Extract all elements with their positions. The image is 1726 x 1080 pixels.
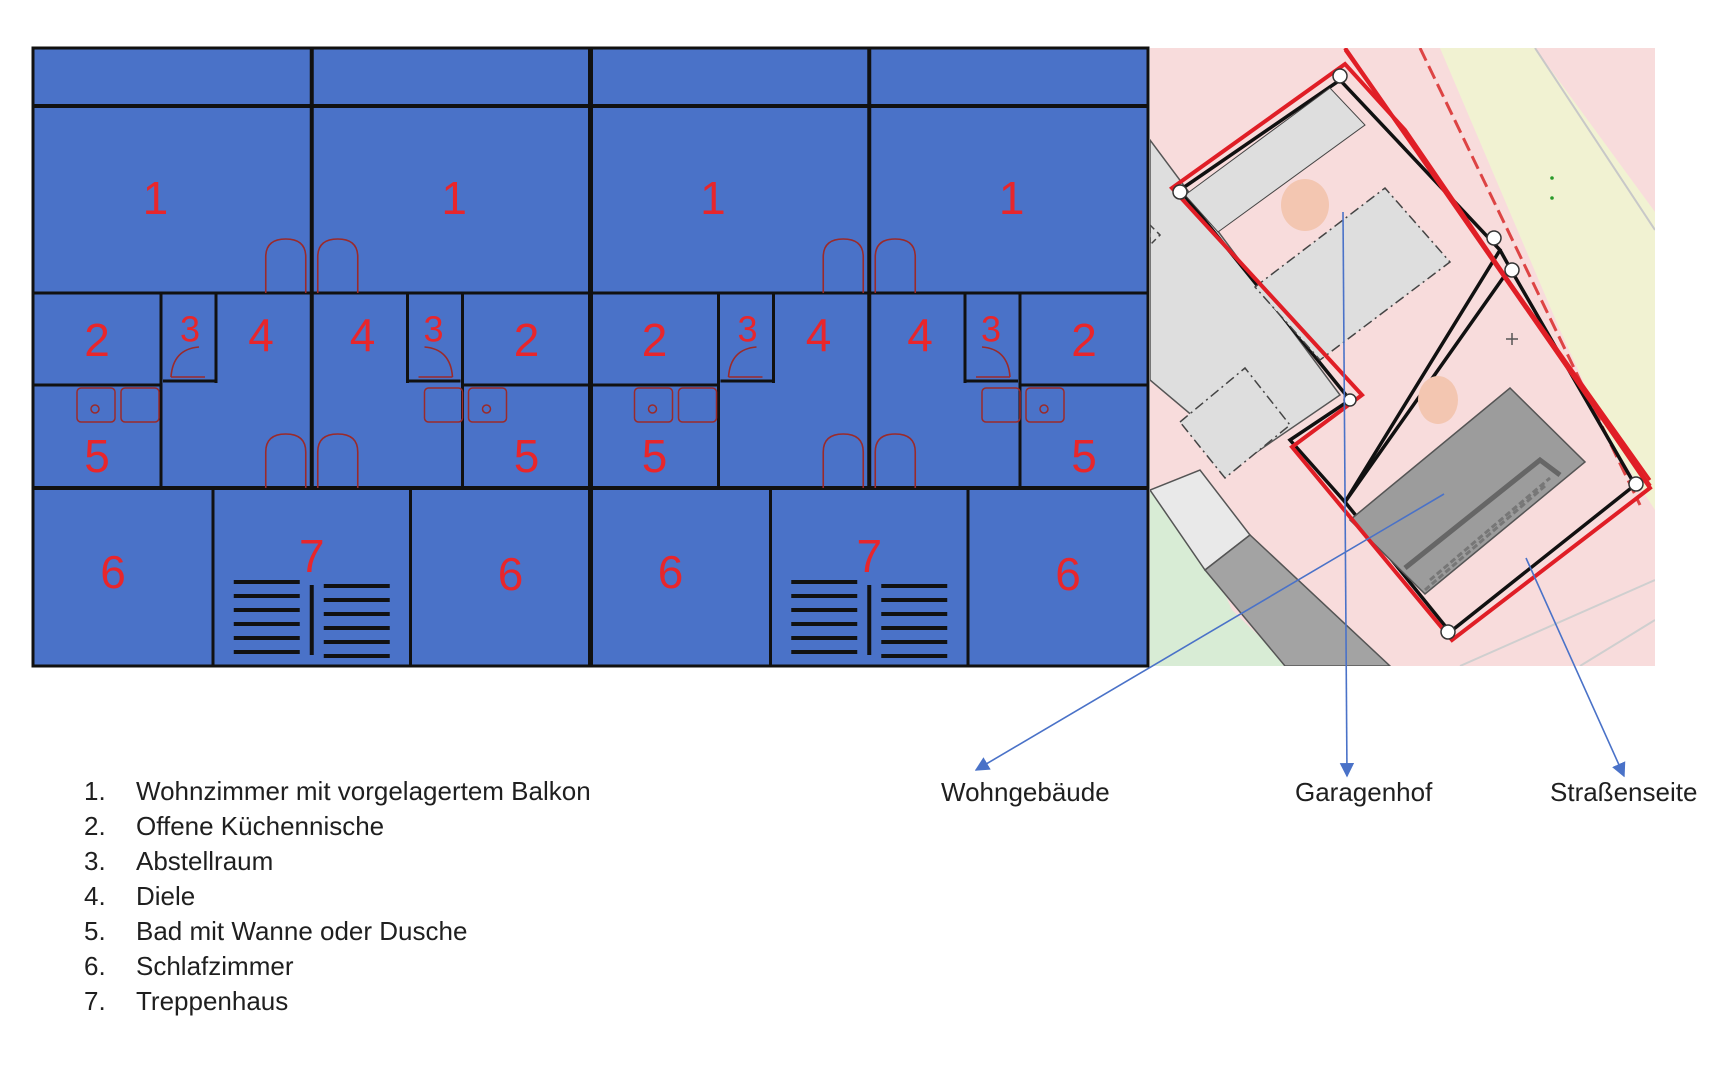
room-door xyxy=(316,433,359,488)
legend-text: Bad mit Wanne oder Dusche xyxy=(136,916,468,946)
legend-text: Abstellraum xyxy=(136,846,274,876)
legend-item: 2. Offene Küchennische xyxy=(84,809,591,844)
room-number: 6 xyxy=(658,546,684,598)
room-number: 5 xyxy=(642,430,668,482)
room-number: 1 xyxy=(441,172,467,224)
label-street-side: Straßenseite xyxy=(1550,777,1698,807)
legend-number: 2. xyxy=(84,811,106,841)
room-legend: 1. Wohnzimmer mit vorgelagertem Balkon 2.… xyxy=(84,774,591,1019)
room-number: 5 xyxy=(514,430,540,482)
arrow-street-side xyxy=(1525,557,1626,778)
room-number: 4 xyxy=(907,309,933,361)
label-residential: Wohngebäude xyxy=(941,777,1110,807)
room-number: 3 xyxy=(981,309,1001,350)
legend-number: 5. xyxy=(84,916,106,946)
room-door xyxy=(822,238,865,293)
bathtub-icon xyxy=(467,387,508,423)
garage-yard-building xyxy=(1184,87,1366,233)
room-numbers: 1 2 3 4 5 1 2 3 4 5 1 2 3 4 5 1 2 3 4 5 6 6 7 6 6 7 xyxy=(84,172,1097,600)
drain-icon xyxy=(1039,404,1049,414)
storage-door xyxy=(170,346,205,378)
room-number: 7 xyxy=(856,530,882,582)
legend-number: 7. xyxy=(84,986,106,1016)
bathtub-icon xyxy=(633,387,674,423)
bathroom-fixtures xyxy=(76,387,1065,423)
room-number: 3 xyxy=(423,309,443,350)
washbasin-icon xyxy=(981,387,1021,423)
drain-icon xyxy=(481,404,492,414)
storage-door xyxy=(418,346,454,378)
legend-text: Diele xyxy=(136,881,196,911)
legend-number: 3. xyxy=(84,846,106,876)
room-number: 6 xyxy=(1055,548,1081,600)
drain-icon xyxy=(647,404,658,414)
room-number: 2 xyxy=(642,314,668,366)
floor-plan-walls xyxy=(31,46,1150,668)
room-number: 1 xyxy=(700,172,726,224)
washbasin-icon xyxy=(677,387,718,423)
room-door xyxy=(316,238,359,293)
floor-plan: 1 2 3 4 5 1 2 3 4 5 1 2 3 4 5 1 2 3 4 5 6 6 7 6 6 7 xyxy=(31,46,1150,668)
legend-item: 3. Abstellraum xyxy=(84,844,591,879)
room-door xyxy=(264,433,307,488)
room-number: 5 xyxy=(1071,430,1097,482)
legend-number: 6. xyxy=(84,951,106,981)
legend-number: 4. xyxy=(84,881,106,911)
residential-building xyxy=(1348,386,1587,596)
room-number: 4 xyxy=(248,309,274,361)
dashed-outline-small xyxy=(1178,366,1292,480)
floor-plan-doors xyxy=(170,238,1011,488)
label-garage-yard: Garagenhof xyxy=(1295,777,1433,807)
room-door xyxy=(874,238,917,293)
room-number: 3 xyxy=(180,309,200,350)
callout-arrows xyxy=(974,211,1626,778)
washbasin-icon xyxy=(120,387,160,423)
neighbor-garages xyxy=(1203,534,1392,666)
room-door xyxy=(822,433,865,488)
room-number: 3 xyxy=(737,309,757,350)
legend-text: Offene Küchennische xyxy=(136,811,385,841)
garage-yard-dashed-area xyxy=(1253,186,1452,362)
room-number: 2 xyxy=(84,314,110,366)
legend-item: 5. Bad mit Wanne oder Dusche xyxy=(84,914,591,949)
site-plan xyxy=(1150,48,1655,666)
room-number: 2 xyxy=(514,314,540,366)
room-number: 6 xyxy=(100,546,126,598)
legend-item: 4. Diele xyxy=(84,879,591,914)
bathtub-icon xyxy=(1025,387,1065,423)
street-verge xyxy=(1440,48,1655,510)
storage-door xyxy=(976,346,1011,378)
storage-door xyxy=(727,346,763,378)
room-number: 6 xyxy=(498,548,524,600)
legend-item: 7. Treppenhaus xyxy=(84,984,591,1019)
room-number: 7 xyxy=(299,530,325,582)
legend-number: 1. xyxy=(84,776,106,806)
bathtub-icon xyxy=(76,387,116,423)
legend-text: Schlafzimmer xyxy=(136,951,294,981)
room-number: 5 xyxy=(84,430,110,482)
legend-text: Wohnzimmer mit vorgelagertem Balkon xyxy=(136,776,591,806)
room-number: 4 xyxy=(350,309,376,361)
neighbor-building xyxy=(1150,138,1342,461)
stair-symbols xyxy=(233,580,948,658)
room-number: 1 xyxy=(143,172,169,224)
room-door xyxy=(874,433,917,488)
room-number: 1 xyxy=(999,172,1025,224)
arrow-garage-yard xyxy=(1339,211,1355,778)
drain-icon xyxy=(90,404,100,414)
room-door xyxy=(264,238,307,293)
washbasin-icon xyxy=(423,387,464,423)
room-number: 2 xyxy=(1071,314,1097,366)
room-number: 4 xyxy=(806,309,832,361)
legend-item: 1. Wohnzimmer mit vorgelagertem Balkon xyxy=(84,774,591,809)
arrow-residential xyxy=(974,493,1445,771)
legend-text: Treppenhaus xyxy=(136,986,289,1016)
legend-item: 6. Schlafzimmer xyxy=(84,949,591,984)
